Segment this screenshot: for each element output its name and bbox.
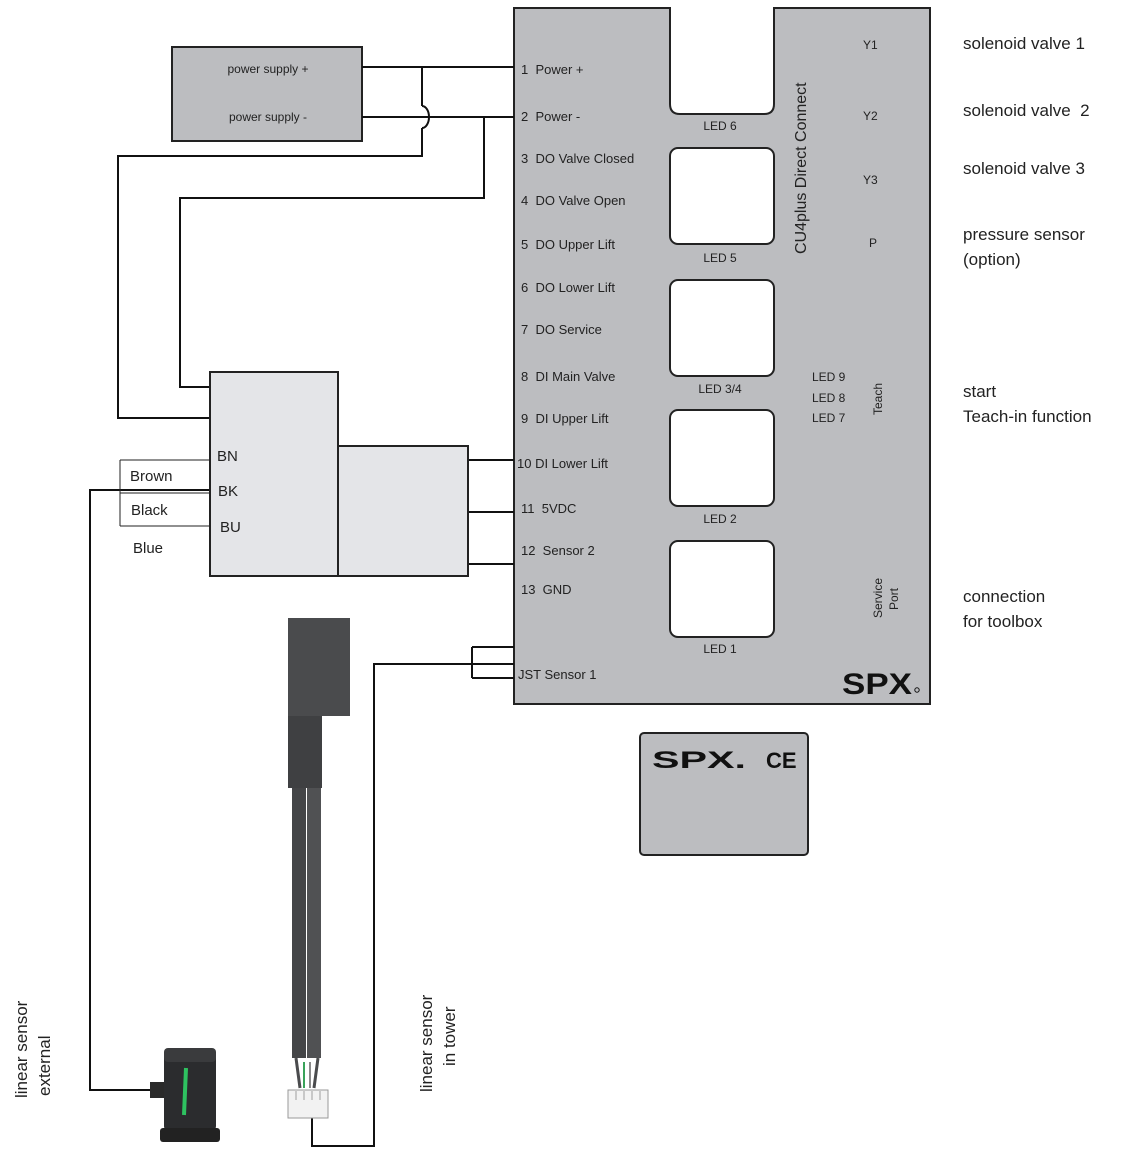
wire-color-legend: Brown Black Blue (119, 459, 210, 557)
power-supply-minus-label: power supply - (229, 110, 307, 124)
led-2-window (669, 409, 775, 507)
annotation-solenoid-3: solenoid valve 3 (963, 159, 1085, 178)
external-sensor-label-2: external (35, 1036, 54, 1096)
terminal-label: 6 DO Lower Lift (521, 280, 615, 295)
annotation-toolbox: for toolbox (963, 612, 1043, 631)
pin-bu: BU (220, 519, 241, 536)
annotation-connection: connection (963, 587, 1045, 606)
wire-tower-sensor (311, 663, 472, 1147)
sensor-labels: linear sensor external linear sensor in … (12, 994, 459, 1098)
led-label: LED 1 (703, 642, 737, 656)
teach-led-label: LED 9 (812, 370, 846, 384)
annotation-pressure-sensor: pressure sensor (963, 225, 1085, 244)
tower-sensor-label-2: in tower (440, 1006, 459, 1066)
pin-label-y1: Y1 (863, 38, 878, 52)
pin-label-y3: Y3 (863, 173, 878, 187)
led-1-window (669, 540, 775, 638)
connector-block: BN BK BU (209, 371, 469, 577)
teach-led-label: LED 8 (812, 391, 846, 405)
plate-ce-mark: CE (766, 748, 797, 773)
terminal-list: 1 Power + 2 Power - 3 DO Valve Closed 4 … (517, 62, 634, 682)
terminal-label: JST Sensor 1 (518, 667, 597, 682)
service-port-label: Service (871, 578, 885, 618)
wires (89, 66, 514, 1147)
annotation-solenoid-1: solenoid valve 1 (963, 34, 1085, 53)
pin-label-p: P (869, 236, 877, 250)
terminal-label: 9 DI Upper Lift (521, 411, 609, 426)
annotations: solenoid valve 1 solenoid valve 2 soleno… (963, 34, 1092, 631)
terminal-label: 7 DO Service (521, 322, 602, 337)
wire-plus-branch (117, 67, 423, 419)
pin-bk: BK (218, 483, 238, 500)
led-label: LED 5 (703, 251, 737, 265)
pin-bn: BN (217, 448, 238, 465)
terminal-label: 8 DI Main Valve (521, 369, 615, 384)
terminal-label: 1 Power + (521, 62, 584, 77)
terminal-label: 5 DO Upper Lift (521, 237, 615, 252)
wire-minus-branch (179, 117, 485, 388)
annotation-teach-start: start (963, 382, 996, 401)
controller-board: LED 6 LED 5 LED 3/4 LED 2 LED 1 1 Power … (513, 5, 931, 705)
led-label: LED 3/4 (698, 382, 742, 396)
label-plate: SPX. CE (639, 732, 809, 856)
wire-external-sensor (89, 489, 210, 1091)
external-sensor-graphic (150, 1048, 220, 1142)
power-supply: power supply + power supply - (171, 46, 363, 142)
board-title: CU4plus Direct Connect (793, 82, 810, 254)
teach-label: Teach (871, 383, 885, 415)
external-sensor-label-1: linear sensor (12, 1000, 31, 1098)
terminal-label: 13 GND (521, 582, 572, 597)
terminal-label: 11 5VDC (521, 501, 576, 516)
terminal-label: 3 DO Valve Closed (521, 151, 634, 166)
pin-label-y2: Y2 (863, 109, 878, 123)
teach-led-label: LED 7 (812, 411, 846, 425)
terminal-label: 10 DI Lower Lift (517, 456, 608, 471)
led-label: LED 2 (703, 512, 737, 526)
annotation-solenoid-2: solenoid valve 2 (963, 101, 1090, 120)
wire-color-brown: Brown (130, 468, 173, 485)
power-supply-plus-label: power supply + (227, 62, 308, 76)
annotation-pressure-option: (option) (963, 250, 1021, 269)
led-label: LED 6 (703, 119, 737, 133)
led-3-4-window (669, 279, 775, 377)
service-port-label: Port (887, 587, 901, 610)
led-5-window (669, 147, 775, 245)
terminal-label: 4 DO Valve Open (521, 193, 626, 208)
wire-color-blue: Blue (133, 540, 163, 557)
wire-color-black: Black (131, 502, 168, 519)
logo-dot (914, 687, 920, 693)
annotation-teach-function: Teach-in function (963, 407, 1092, 426)
spx-logo: SPX (842, 668, 912, 701)
tower-sensor-label-1: linear sensor (417, 994, 436, 1092)
terminal-label: 12 Sensor 2 (521, 543, 595, 558)
tower-sensor-graphic (287, 618, 350, 1119)
terminal-label: 2 Power - (521, 109, 580, 124)
plate-spx-logo: SPX. (652, 747, 746, 774)
